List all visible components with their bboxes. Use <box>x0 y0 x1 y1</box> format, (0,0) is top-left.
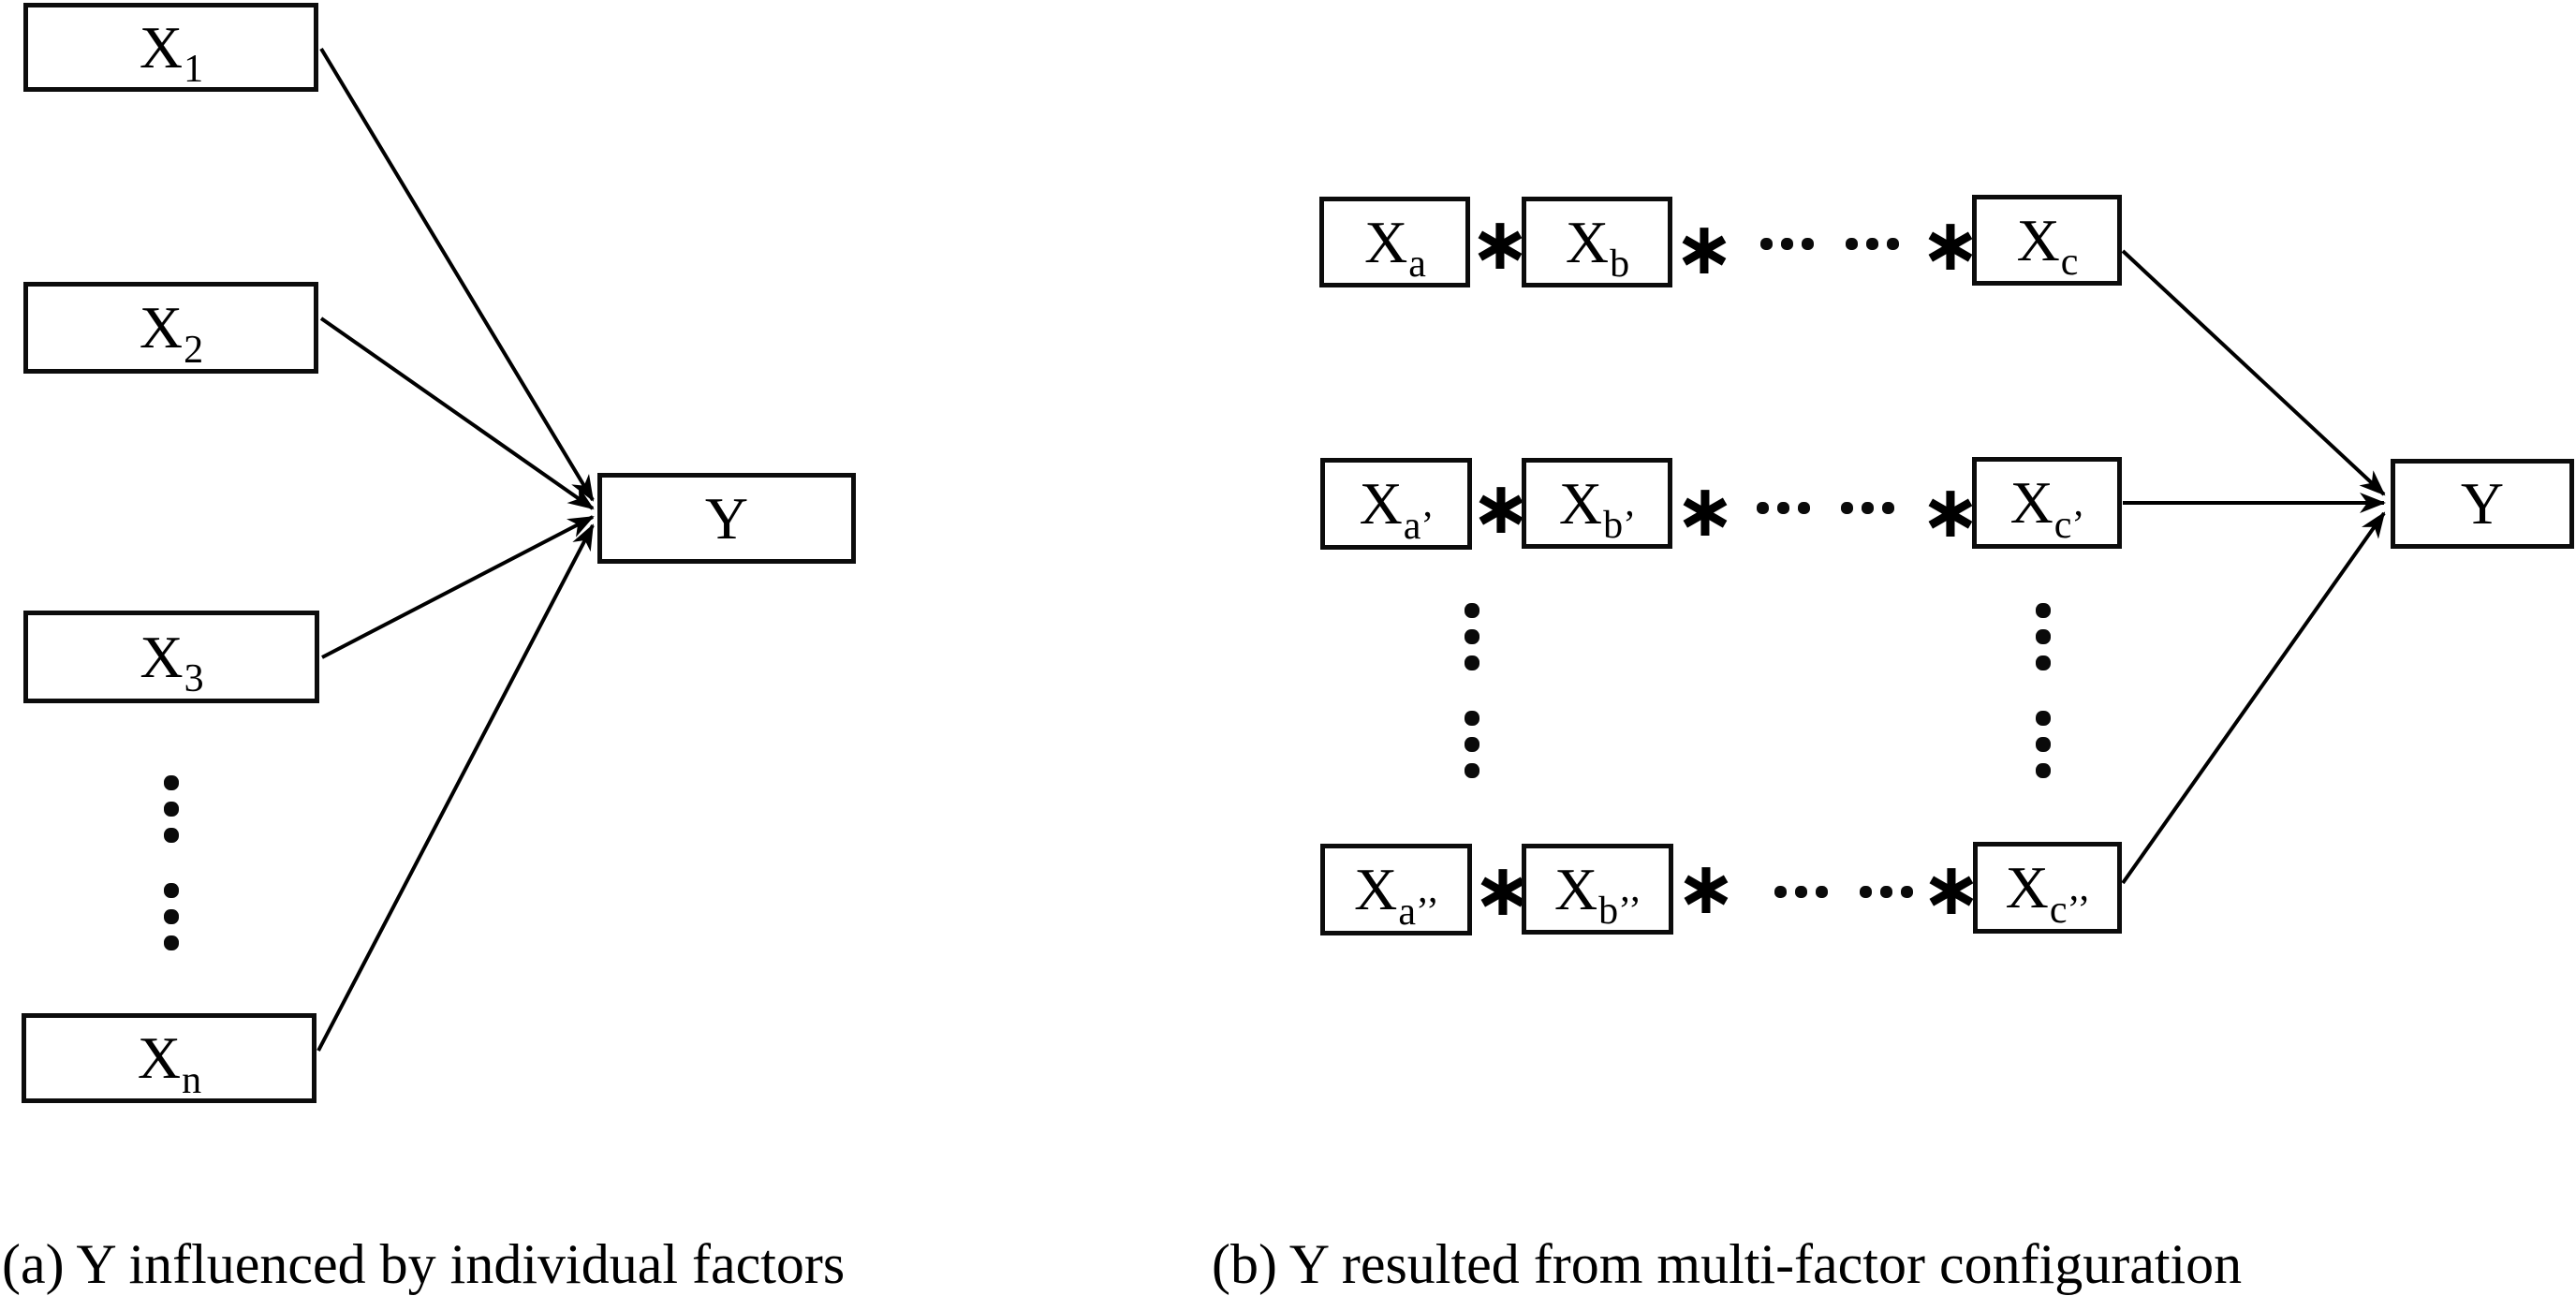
config-label-xb-prime: Xb’ <box>1558 469 1637 548</box>
arrow-xn-to-y <box>316 523 595 1052</box>
multiply-operator: ∗ <box>1470 466 1532 551</box>
factor-label-x3: X3 <box>140 623 204 701</box>
config-label-xa-prime: Xa’ <box>1359 470 1435 548</box>
config-label-xa-dprime: Xa’’ <box>1354 856 1439 934</box>
horizontal-ellipsis <box>1774 886 1828 898</box>
caption-panel-b: (b) Y resulted from multi-factor configu… <box>1212 1233 2243 1295</box>
arrow-xc-to-y <box>2121 249 2386 496</box>
config-box-xc: Xc <box>1972 195 2122 286</box>
multiply-operator: ∗ <box>1675 847 1737 931</box>
config-box-xa-prime: Xa’ <box>1320 458 1472 550</box>
factor-label-x1: X1 <box>139 13 204 92</box>
factor-box-x3: X3 <box>23 611 319 703</box>
outcome-box-y-panel-a: Y <box>597 473 856 564</box>
multiply-operator: ∗ <box>1469 202 1531 287</box>
config-box-xa-dprime: Xa’’ <box>1320 844 1472 935</box>
arrow-x1-to-y <box>319 47 595 502</box>
config-box-xc-dprime: Xc’’ <box>1973 842 2122 934</box>
horizontal-ellipsis <box>1841 502 1894 514</box>
multiply-operator: ∗ <box>1921 847 1982 932</box>
horizontal-ellipsis <box>1760 238 1814 250</box>
multiply-operator: ∗ <box>1920 203 1981 287</box>
config-label-xc: Xc <box>2016 206 2079 285</box>
horizontal-ellipsis <box>1846 238 1899 250</box>
config-box-xb-dprime: Xb’’ <box>1522 844 1673 935</box>
config-label-xa: Xa <box>1364 208 1426 287</box>
vertical-ellipsis-panel-b-left <box>1465 603 1479 778</box>
horizontal-ellipsis <box>1860 886 1913 898</box>
config-label-xc-dprime: Xc’’ <box>2005 854 2091 932</box>
factor-box-x1: X1 <box>23 3 318 92</box>
outcome-label-y-panel-b: Y <box>2460 470 2505 537</box>
arrow-x2-to-y <box>319 317 595 510</box>
config-label-xb-dprime: Xb’’ <box>1553 855 1642 934</box>
outcome-box-y-panel-b: Y <box>2391 459 2574 549</box>
config-box-xb-prime: Xb’ <box>1522 458 1672 549</box>
factor-box-x2: X2 <box>23 282 318 374</box>
caption-panel-a: (a) Y influenced by individual factors <box>2 1233 846 1295</box>
multiply-operator: ∗ <box>1673 207 1735 291</box>
factor-label-x2: X2 <box>139 294 204 372</box>
factor-box-xn: Xn <box>22 1013 316 1103</box>
outcome-label-y-panel-a: Y <box>704 484 749 552</box>
multiply-operator: ∗ <box>1920 470 1981 554</box>
arrow-xc2-to-y <box>2121 511 2386 885</box>
horizontal-ellipsis <box>1757 502 1810 514</box>
arrow-x3-to-y <box>321 515 595 659</box>
vertical-ellipsis-panel-b-right <box>2036 603 2051 778</box>
config-box-xb: Xb <box>1522 197 1672 287</box>
multiply-operator: ∗ <box>1674 469 1736 553</box>
factor-label-xn: Xn <box>137 1024 202 1102</box>
config-box-xa: Xa <box>1319 197 1470 287</box>
vertical-ellipsis-panel-a <box>164 775 179 950</box>
config-label-xc-prime: Xc’ <box>2009 469 2085 547</box>
config-box-xc-prime: Xc’ <box>1972 457 2122 549</box>
config-label-xb: Xb <box>1565 208 1630 287</box>
